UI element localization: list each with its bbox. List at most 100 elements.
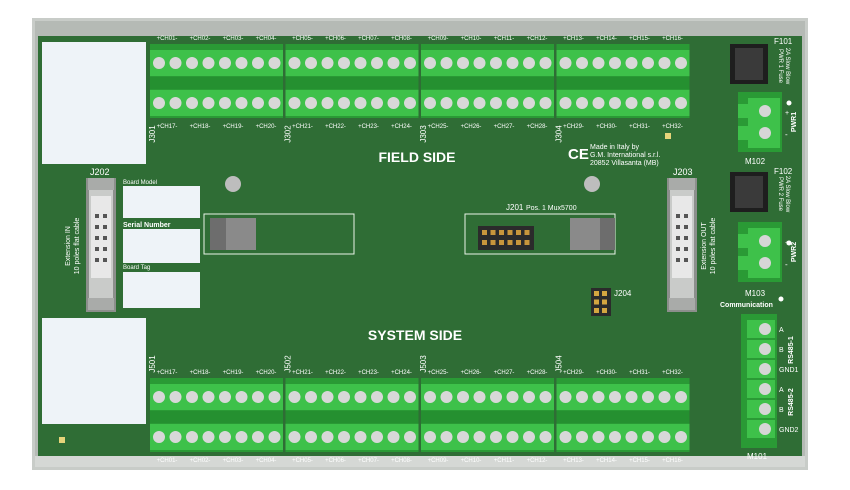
header-pin	[676, 214, 680, 218]
header-pin	[602, 308, 607, 313]
terminal-middle-rail	[556, 411, 690, 423]
comm-pin-screw	[759, 343, 771, 355]
header-pin	[594, 308, 599, 313]
terminal-screw	[387, 97, 400, 109]
header-pin	[95, 214, 99, 218]
channel-label: +CH25-	[428, 370, 449, 376]
terminal-screw	[609, 57, 621, 69]
ce-mark: CE	[568, 146, 589, 163]
terminal-screw	[675, 97, 687, 109]
channel-label: +CH21-	[292, 370, 313, 376]
j201-pins	[482, 230, 530, 245]
terminal-block	[421, 378, 554, 452]
terminal-screw	[404, 391, 416, 403]
channel-label: +CH32-	[662, 124, 683, 130]
terminal-screw	[371, 57, 383, 69]
f102-line-1: PWR 2 Fuse	[777, 177, 783, 212]
terminal-middle-rail	[150, 77, 283, 89]
maker-line-3: 20852 Villasanta (MB)	[590, 160, 659, 167]
serial-number-field	[123, 229, 200, 263]
terminal-screw	[202, 391, 215, 403]
f101-ref: F101	[774, 37, 793, 46]
terminal-screw	[404, 57, 416, 69]
terminal-screw	[371, 97, 383, 109]
m102-plus: +	[785, 110, 789, 117]
terminal-screw	[490, 391, 502, 403]
terminal-screw	[252, 57, 264, 69]
terminal-screw	[354, 391, 367, 403]
terminal-screw	[186, 57, 198, 69]
channel-label: +CH23-	[358, 370, 379, 376]
f101-body	[735, 48, 763, 80]
channel-label: +CH30-	[596, 370, 617, 376]
comm-pin-label: A	[779, 387, 784, 394]
terminal-screw	[387, 57, 400, 69]
terminal-middle-rail	[285, 411, 419, 423]
m103-ref: M103	[745, 289, 766, 298]
channel-label: +CH25-	[428, 124, 449, 130]
terminal-block	[556, 378, 690, 452]
terminal-screw	[371, 391, 383, 403]
comm-pin-screw	[759, 423, 771, 435]
terminal-screw	[675, 391, 687, 403]
terminal-screw	[625, 431, 638, 443]
j202-pins	[95, 214, 107, 262]
terminal-screw	[642, 391, 654, 403]
terminal-screw	[506, 431, 519, 443]
channel-label: +CH03-	[223, 36, 244, 42]
header-pin	[499, 240, 504, 245]
terminal-screw	[559, 391, 572, 403]
channel-label: +CH20-	[256, 370, 277, 376]
terminal-block	[285, 44, 419, 118]
terminal-middle-rail	[556, 77, 690, 89]
channel-label: +CH07-	[358, 458, 379, 464]
terminal-screw	[473, 97, 486, 109]
serial-number-label: Serial Number	[123, 222, 171, 229]
header-pin	[524, 230, 530, 235]
m102-minus: -	[785, 130, 788, 139]
comm-pin-label: GND2	[779, 427, 799, 434]
terminal-screw	[235, 97, 248, 109]
comm-pin-screw	[759, 383, 771, 395]
terminal-screw	[592, 97, 605, 109]
header-pin	[95, 225, 99, 229]
pcb-bottom-rail	[35, 456, 805, 467]
channel-label: +CH23-	[358, 124, 379, 130]
header-pin	[95, 247, 99, 251]
m103-indicator	[786, 240, 792, 246]
channel-label: +CH04-	[256, 458, 277, 464]
channel-label: +CH22-	[325, 370, 346, 376]
m101-group-2: RS485-2	[788, 388, 795, 416]
terminal-middle-rail	[421, 77, 554, 89]
header-pin	[507, 230, 513, 235]
terminal-screw	[539, 97, 552, 109]
channel-label: +CH18-	[190, 370, 211, 376]
comm-pin-label: A	[779, 327, 784, 334]
channel-label: +CH05-	[292, 36, 313, 42]
board-tag-field	[123, 272, 200, 308]
terminal-screw	[338, 97, 350, 109]
terminal-screw	[523, 391, 535, 403]
terminal-screw	[625, 391, 638, 403]
m101-ref: M101	[747, 452, 768, 461]
m102-indicator	[786, 100, 792, 106]
field-connectors: +CH01-+CH02-+CH03-+CH04-+CH17-+CH18-+CH1…	[148, 36, 690, 143]
channel-label: +CH22-	[325, 124, 346, 130]
channel-label: +CH14-	[596, 458, 617, 464]
channel-label: +CH04-	[256, 36, 277, 42]
j202-caption-1: Extension IN	[65, 226, 72, 266]
terminal-middle-rail	[285, 77, 419, 89]
channel-label: +CH20-	[256, 124, 277, 130]
terminal-screw	[252, 97, 264, 109]
terminal-screw	[609, 391, 621, 403]
j202-ref: J202	[90, 167, 110, 177]
connector-ref: J504	[555, 355, 564, 373]
comm-pin-screw	[759, 403, 771, 415]
header-pin	[516, 240, 521, 245]
field-side-label: FIELD SIDE	[378, 149, 455, 165]
terminal-screw	[424, 57, 436, 69]
header-pin	[103, 214, 107, 218]
channel-label: +CH07-	[358, 36, 379, 42]
channel-label: +CH21-	[292, 124, 313, 130]
